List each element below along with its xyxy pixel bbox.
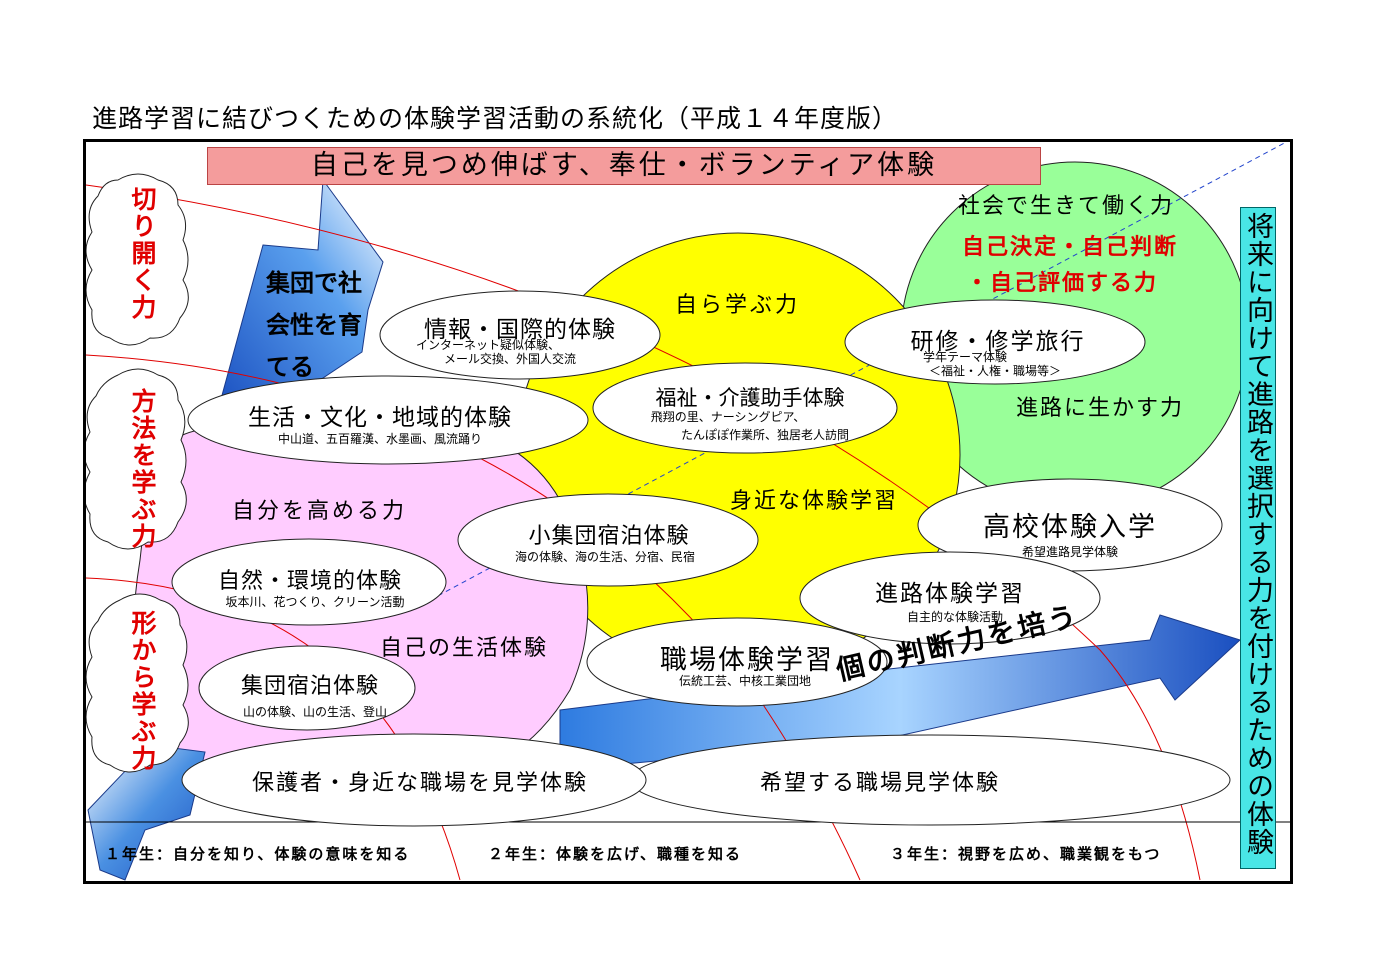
- oval-training: [844, 299, 1146, 385]
- oval-welfare: [592, 362, 898, 454]
- oval-small-group: [457, 493, 759, 587]
- oval-nature-sub1: 坂本川、花つくり、クリーン活動: [225, 595, 405, 609]
- oval-career-sub1: 自主的な体験活動: [906, 610, 1003, 624]
- oval-career: [799, 551, 1101, 645]
- label-self-improve: 自分を高める力: [232, 499, 408, 524]
- oval-welfare-sub2: たんぽぽ作業所、独居老人訪問: [680, 428, 849, 442]
- cloud-label-1: 切り開く力: [128, 186, 157, 321]
- label-career-use: 進路に生かす力: [1016, 396, 1185, 421]
- footer-grade-1: １年生：自分を知り、体験の意味を知る: [105, 845, 411, 863]
- oval-training-title: 研修・修学旅行: [910, 329, 1086, 355]
- oval-info-sub1: インターネット疑似体験、: [415, 338, 560, 352]
- oval-info-title: 情報・国際的体験: [424, 317, 616, 343]
- oval-career-title: 進路体験学習: [875, 581, 1025, 607]
- oval-highschool-sub1: 希望進路見学体験: [1021, 545, 1118, 559]
- cloud-label-3: 形から学ぶ力: [128, 610, 157, 772]
- label-familiar: 身近な体験学習: [730, 489, 899, 514]
- oval-life-title: 生活・文化・地域的体験: [248, 405, 512, 431]
- label-self-learn: 自ら学ぶ力: [675, 293, 801, 318]
- oval-welfare-sub1: 飛翔の里、ナーシングピア、: [650, 410, 806, 424]
- label-self-decide-2: ・自己評価する力: [966, 271, 1159, 296]
- oval-workplace-sub1: 伝統工芸、中核工業団地: [678, 674, 811, 688]
- cloud-2: [83, 368, 187, 550]
- right-vertical-label: 将来に向けて進路を選択する力を付けるための体験: [1240, 207, 1276, 869]
- oval-workplace: [586, 617, 888, 707]
- cloud-shapes: [83, 173, 189, 773]
- oval-nature: [171, 538, 447, 626]
- oval-training-sub2: ＜福祉・人権・職場等＞: [928, 364, 1061, 378]
- oval-info: [379, 290, 661, 380]
- oval-group-stay-sub1: 山の体験、山の生活、登山: [242, 705, 387, 719]
- label-wish-workplace: 希望する職場見学体験: [760, 771, 1001, 796]
- oval-guardian-title: 保護者・身近な職場を見学体験: [251, 771, 588, 796]
- footer-grade-2: ２年生：体験を広げ、職種を知る: [488, 845, 742, 863]
- oval-nature-title: 自然・環境的体験: [217, 569, 402, 594]
- oval-small-group-title: 小集団宿泊体験: [528, 524, 690, 549]
- diagram-frame: [83, 139, 1293, 884]
- label-social-work: 社会で生きて働く力: [958, 194, 1175, 219]
- cloud-3: [85, 593, 189, 773]
- cloud-1: [85, 173, 189, 346]
- label-self-life: 自己の生活体験: [380, 636, 549, 661]
- oval-small-group-sub1: 海の体験、海の生活、分宿、民宿: [514, 550, 695, 564]
- arrow-label-group-social: 集団で社会性を育てる: [266, 269, 362, 381]
- footer-grade-3: ３年生：視野を広め、職業観をもつ: [890, 845, 1162, 863]
- oval-group-stay: [198, 645, 416, 731]
- oval-group-stay-title: 集団宿泊体験: [240, 674, 379, 699]
- page-title: 進路学習に結びつくための体験学習活動の系統化（平成１４年度版）: [92, 104, 899, 133]
- oval-welfare-title: 福祉・介護助手体験: [655, 386, 845, 410]
- oval-life-culture: [187, 375, 589, 465]
- oval-training-sub1: 学年テーマ体験: [922, 350, 1007, 364]
- label-self-decide-1: 自己決定・自己判断: [962, 235, 1179, 260]
- oval-guardian: [181, 733, 647, 827]
- cloud-label-2: 方法を学ぶ力: [128, 388, 157, 550]
- banner-volunteer: 自己を見つめ伸ばす、奉仕・ボランティア体験: [207, 147, 1041, 185]
- oval-info-sub2: メール交換、外国人交流: [443, 352, 576, 366]
- oval-life-sub1: 中山道、五百羅漢、水墨画、風流踊り: [277, 432, 482, 446]
- oval-highschool-title: 高校体験入学: [983, 512, 1157, 543]
- oval-workplace-title: 職場体験学習: [660, 645, 834, 676]
